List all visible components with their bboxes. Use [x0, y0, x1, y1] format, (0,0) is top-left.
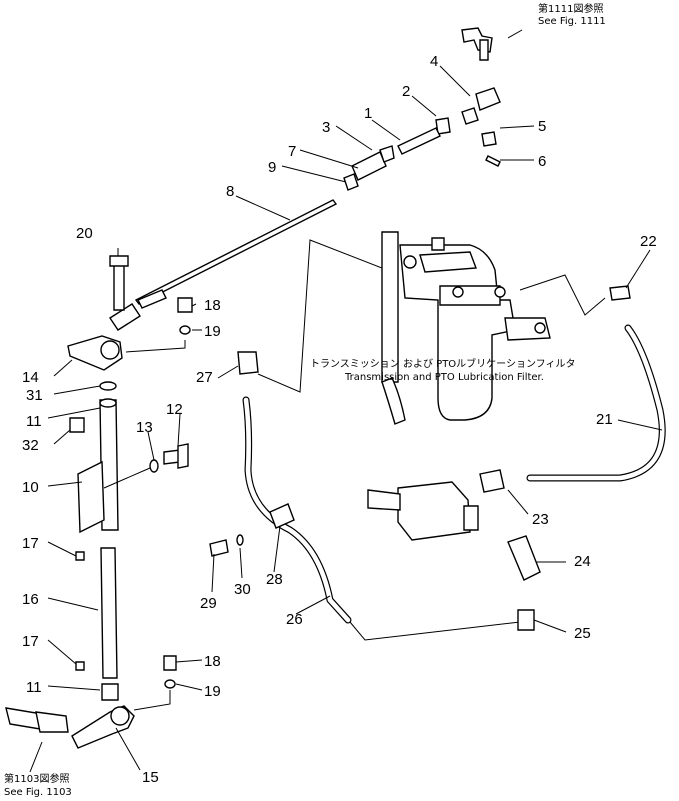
callout-24: 24 [574, 553, 591, 570]
elbow-24 [507, 535, 541, 581]
callout-25: 25 [574, 625, 591, 642]
valve-block [367, 469, 505, 541]
elbow-27 [237, 351, 259, 375]
lubrication-filter-assembly [381, 231, 551, 425]
callout-15: 15 [142, 769, 159, 786]
callout-18-bottom: 18 [204, 653, 221, 670]
callout-21: 21 [596, 411, 613, 428]
callout-18-top: 18 [204, 297, 221, 314]
callout-labels: 1 2 3 4 5 6 7 8 9 10 11 11 12 13 14 15 1… [22, 53, 657, 786]
callout-17-bottom: 17 [22, 633, 39, 650]
filter-caption-en: Transmission and PTO Lubrication Filter. [344, 372, 544, 383]
callout-19-top: 19 [204, 323, 221, 340]
top-linkage [343, 27, 501, 191]
callout-31: 31 [26, 387, 43, 404]
callout-17-top: 17 [22, 535, 39, 552]
reference-bottom-en: See Fig. 1103 [4, 787, 72, 798]
filter-caption-jp: トランスミッション および PTOルブリケーションフィルタ [310, 357, 575, 370]
callout-22: 22 [640, 233, 657, 250]
connection-line-22-filter [519, 274, 606, 316]
callout-13: 13 [136, 419, 153, 436]
callout-11-top: 11 [26, 413, 42, 430]
reference-top-jp: 第1111図参照 [538, 2, 603, 15]
callout-16: 16 [22, 591, 39, 608]
callout-3: 3 [322, 119, 330, 136]
callout-6: 6 [538, 153, 546, 170]
callout-7: 7 [288, 143, 296, 160]
callout-4: 4 [430, 53, 438, 70]
callout-8: 8 [226, 183, 234, 200]
reference-top-en: See Fig. 1111 [538, 16, 606, 27]
callout-32: 32 [22, 437, 39, 454]
callout-9: 9 [268, 159, 276, 176]
callout-19-bottom: 19 [204, 683, 221, 700]
callout-20: 20 [76, 225, 93, 242]
callout-14: 14 [22, 369, 39, 386]
callout-1: 1 [364, 105, 372, 122]
callout-28: 28 [266, 571, 283, 588]
callout-10: 10 [22, 479, 39, 496]
rod-8 [134, 199, 338, 305]
callout-27: 27 [196, 369, 213, 386]
connection-line-27-filter [257, 239, 383, 393]
reference-bottom-jp: 第1103図参照 [4, 772, 69, 785]
rod-16 [100, 547, 118, 679]
callout-23: 23 [532, 511, 549, 528]
column-10 [77, 398, 119, 534]
callout-2: 2 [402, 83, 410, 100]
callout-5: 5 [538, 118, 546, 135]
callout-26: 26 [286, 611, 303, 628]
callout-12: 12 [166, 401, 183, 418]
callout-11-bottom: 11 [26, 679, 42, 696]
callout-29: 29 [200, 595, 217, 612]
callout-30: 30 [234, 581, 251, 598]
leader-lines [47, 65, 663, 771]
